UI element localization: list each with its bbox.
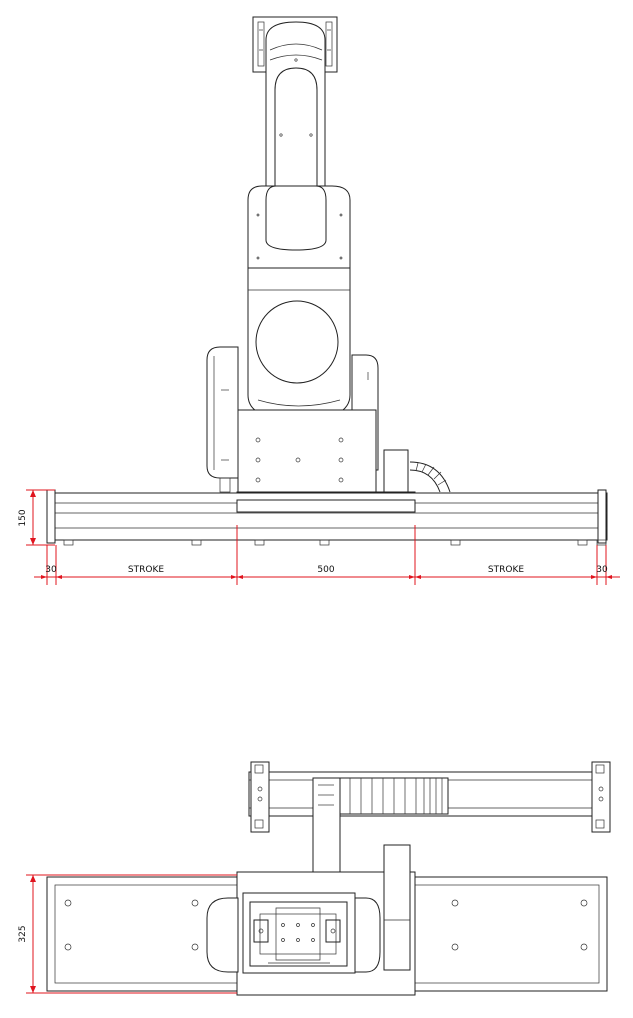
front-dimensions: 150 30 STROKE 500 STROKE 30 (18, 489, 620, 585)
front-view: 150 30 STROKE 500 STROKE 30 (18, 16, 620, 585)
robot-elbow (247, 185, 351, 271)
dim-height-label: 150 (18, 509, 28, 526)
cable-chain-track (248, 761, 611, 885)
robot-base-top (206, 892, 381, 974)
dim-carriage-label: 500 (317, 565, 334, 575)
cable-chain-front (383, 449, 451, 493)
dim-width-325: 325 (18, 874, 237, 994)
dim-right-stroke-label: STROKE (488, 565, 524, 575)
dim-right-offset-label: 30 (596, 565, 608, 575)
dim-width-label: 325 (18, 925, 28, 942)
dim-height-150: 150 (18, 489, 55, 546)
dim-left-offset-label: 30 (45, 565, 57, 575)
robot-shoulder (247, 267, 351, 421)
dim-left-stroke-label: STROKE (128, 565, 164, 575)
robot-left-motor-housing (206, 346, 239, 493)
linear-rail-front (46, 489, 608, 546)
top-view: 325 (18, 761, 611, 996)
robot-base (237, 409, 377, 493)
cable-chain-links (339, 777, 449, 815)
